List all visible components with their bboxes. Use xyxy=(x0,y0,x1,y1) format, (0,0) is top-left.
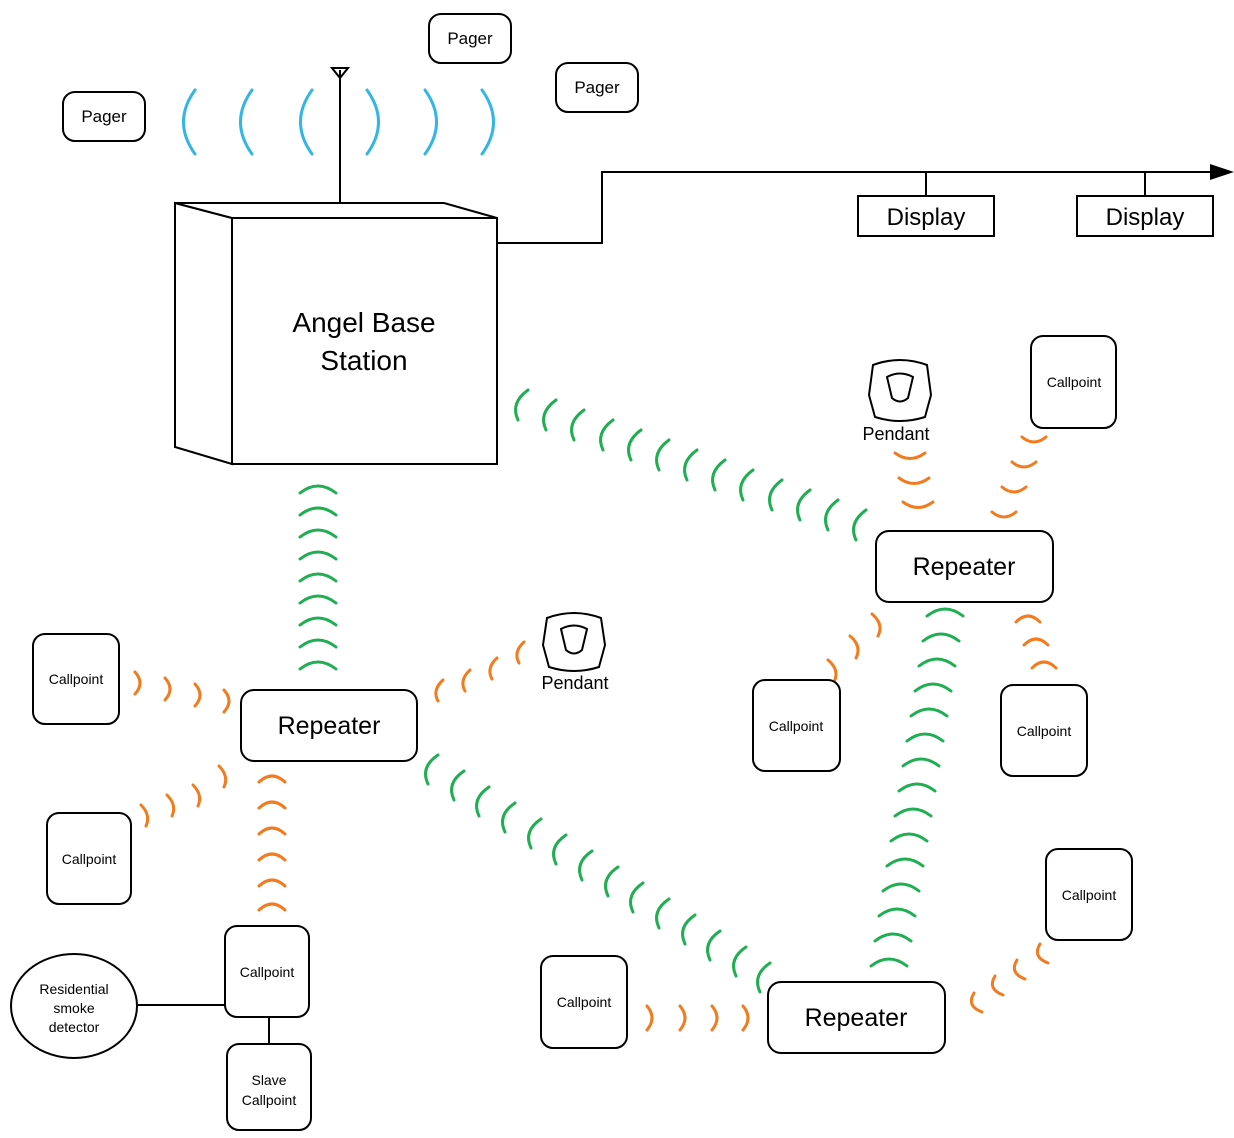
base-station-label-line2: Station xyxy=(320,345,407,376)
base-station-label-line1: Angel Base xyxy=(292,307,435,338)
display-label: Display xyxy=(887,204,966,231)
repeater-label: Repeater xyxy=(278,712,381,740)
display-bus xyxy=(497,164,1234,244)
pendant-left: Pendant xyxy=(541,612,609,693)
link-waves-repeater-right-to-bottom xyxy=(869,607,965,968)
slave-callpoint-label-line1: Slave xyxy=(251,1072,286,1088)
smoke-detector-label-line2: smoke xyxy=(53,1000,94,1016)
pager-3: Pager xyxy=(555,62,639,113)
callpoint-label: Callpoint xyxy=(62,851,117,867)
display-2: Display xyxy=(1076,195,1214,237)
repeater-left: Repeater xyxy=(240,689,418,762)
angel-base-station: Angel Base Station xyxy=(174,201,498,466)
link-waves-base-to-repeater-left xyxy=(298,484,338,671)
callpoint-label: Callpoint xyxy=(240,964,295,980)
pendant-label: Pendant xyxy=(541,673,608,693)
callpoint-label: Callpoint xyxy=(49,671,104,687)
display-1: Display xyxy=(857,195,995,237)
callpoint-7: Callpoint xyxy=(224,925,310,1018)
callpoint-label: Callpoint xyxy=(1062,887,1117,903)
callpoint-6: Callpoint xyxy=(1045,848,1133,941)
callpoint-3: Callpoint xyxy=(752,679,841,772)
smoke-detector-label-line1: Residential xyxy=(39,981,108,997)
repeater-bottom: Repeater xyxy=(767,981,946,1054)
pendant-icon xyxy=(867,359,933,422)
device-waves xyxy=(133,435,1058,1032)
callpoint-4: Callpoint xyxy=(1000,684,1088,777)
callpoint-label: Callpoint xyxy=(769,718,824,734)
repeater-label: Repeater xyxy=(805,1004,908,1032)
pager-1: Pager xyxy=(62,91,146,142)
repeater-right: Repeater xyxy=(875,530,1054,603)
pager-label: Pager xyxy=(81,107,127,126)
pendant-top: Pendant xyxy=(862,359,933,444)
callpoint-label: Callpoint xyxy=(1047,374,1102,390)
pendant-label: Pendant xyxy=(862,424,929,444)
link-waves-base-to-repeater-right xyxy=(514,388,868,542)
slave-callpoint-label-line2: Callpoint xyxy=(242,1092,297,1108)
callpoint-1: Callpoint xyxy=(1030,335,1117,429)
display-label: Display xyxy=(1106,204,1185,231)
pendant-icon xyxy=(541,612,607,672)
repeater-label: Repeater xyxy=(913,553,1016,581)
pager-label: Pager xyxy=(574,78,620,97)
slave-callpoint: Slave Callpoint xyxy=(226,1043,312,1131)
smoke-detector-label-line3: detector xyxy=(49,1019,100,1035)
callpoint-8: Callpoint xyxy=(540,955,628,1049)
pager-radio-waves xyxy=(182,88,495,156)
link-waves-repeater-left-to-bottom xyxy=(424,753,772,994)
callpoint-2: Callpoint xyxy=(32,633,120,725)
pager-2: Pager xyxy=(428,13,512,64)
callpoint-label: Callpoint xyxy=(557,994,612,1010)
wired-connections xyxy=(137,1004,270,1044)
callpoint-5: Callpoint xyxy=(46,812,132,905)
callpoint-label: Callpoint xyxy=(1017,723,1072,739)
antenna-icon xyxy=(329,67,351,210)
pager-label: Pager xyxy=(447,29,493,48)
residential-smoke-detector: Residential smoke detector xyxy=(10,953,138,1059)
